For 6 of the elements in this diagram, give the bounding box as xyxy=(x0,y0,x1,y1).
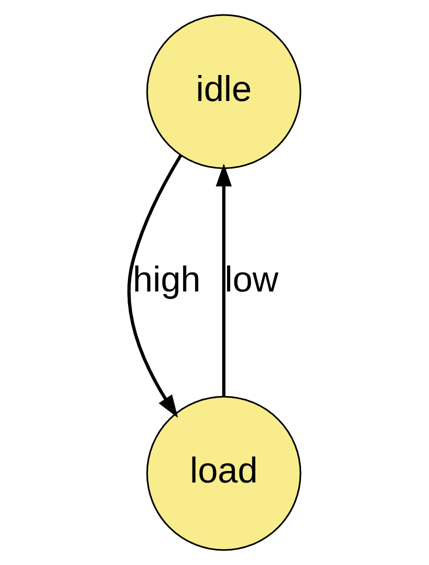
node-circle: load xyxy=(146,396,302,551)
arrow xyxy=(127,154,182,418)
arrow xyxy=(216,164,232,397)
node-circle: idle xyxy=(146,14,302,170)
edge-label: low xyxy=(224,260,278,300)
edge-label: high xyxy=(132,260,201,300)
